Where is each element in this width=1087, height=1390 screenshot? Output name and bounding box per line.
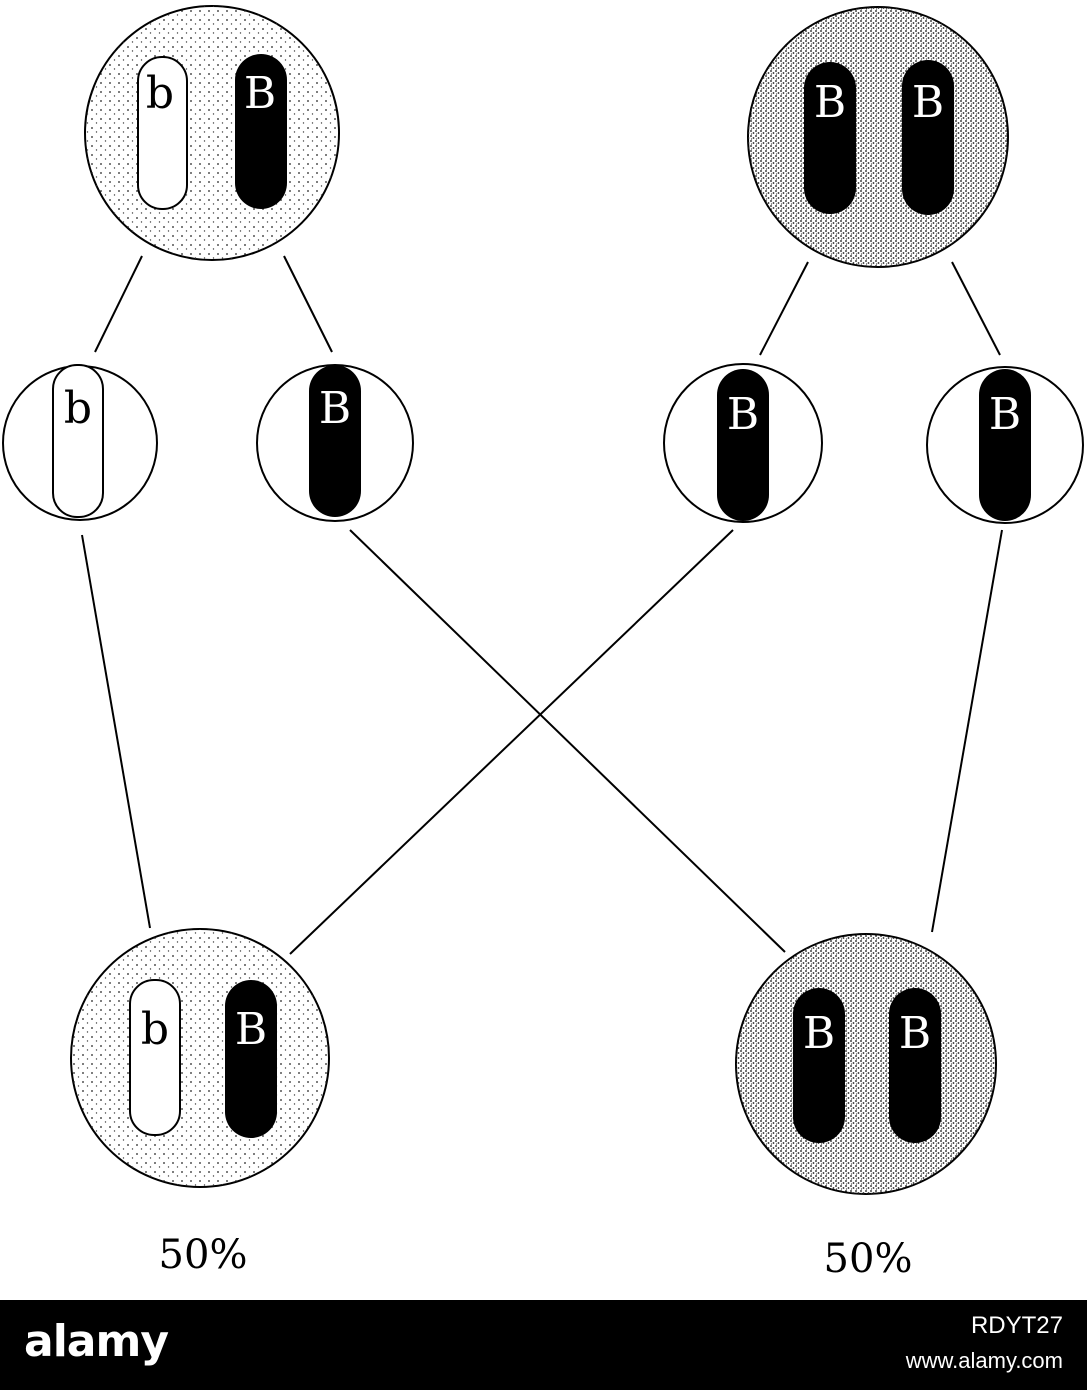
allele-label: B: [814, 77, 846, 128]
chromosome-white: [137, 56, 188, 210]
connector-lines: [81, 255, 1003, 955]
allele-label: B: [803, 1008, 835, 1059]
allele-label: B: [912, 77, 944, 128]
offspring-cell-right: B B: [735, 933, 997, 1195]
allele-label: b: [141, 1004, 169, 1055]
allele-label: b: [64, 383, 92, 434]
line-gamete-B-to-offspring-right: [349, 529, 786, 953]
allele-label: B: [989, 389, 1021, 440]
allele-label: B: [899, 1008, 931, 1059]
allele-label: B: [319, 383, 351, 434]
line-parent-left-to-gamete-b: [94, 255, 143, 353]
percent-label-left: 50%: [159, 1232, 248, 1278]
offspring-cell-left: b B: [70, 928, 330, 1188]
allele-label: B: [235, 1004, 267, 1055]
site-domain: www.alamy.com: [905, 1348, 1063, 1373]
chromosome-black: [804, 62, 856, 214]
line-parent-right-to-gamete-B1: [759, 261, 809, 356]
brand-logo: alamy: [24, 1316, 169, 1367]
watermark-footer: alamy RDYT27 www.alamy.com: [0, 1300, 1087, 1390]
line-gamete-B2-to-offspring-right: [931, 529, 1003, 933]
line-gamete-b-to-offspring-left: [81, 534, 151, 929]
chromosome-black: [235, 54, 287, 209]
allele-label: b: [146, 68, 174, 119]
allele-label: B: [244, 68, 276, 119]
chromosome-black: [717, 369, 769, 521]
chromosome-black: [889, 988, 941, 1143]
parent-cell-right: B B: [747, 6, 1009, 268]
diagram-canvas: b B B B b B B: [2, 5, 1084, 1282]
cross-diagram: b B B B b B B: [2, 5, 1084, 1282]
chromosome-white: [52, 364, 104, 518]
percent-label-right: 50%: [824, 1236, 913, 1282]
chromosome-black: [793, 988, 845, 1143]
allele-label: B: [727, 389, 759, 440]
chromosome-black: [979, 369, 1031, 521]
chromosome-black: [225, 980, 277, 1138]
chromosome-black: [309, 365, 361, 517]
gamete-cell: B: [926, 366, 1084, 524]
parent-cell-left: b B: [84, 5, 340, 261]
gamete-cell: b: [2, 364, 158, 521]
chromosome-white: [129, 979, 181, 1136]
chromosome-black: [902, 60, 954, 215]
image-id: RDYT27: [970, 1312, 1063, 1339]
line-parent-right-to-gamete-B2: [951, 261, 1001, 356]
line-gamete-B1-to-offspring-left: [289, 529, 734, 955]
gamete-cell: B: [256, 364, 414, 522]
gamete-cell: B: [663, 363, 823, 523]
line-parent-left-to-gamete-B: [283, 255, 333, 353]
